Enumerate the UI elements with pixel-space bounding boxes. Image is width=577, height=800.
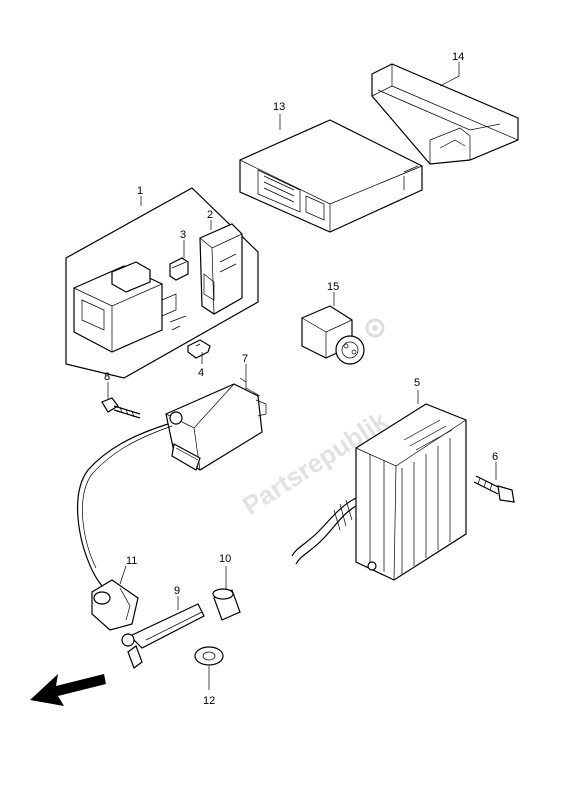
part-labels: 1 2 3 4 5 6 7 8 9 10 11 12 13 14 15: [104, 51, 498, 707]
part-label-6[interactable]: 6: [492, 451, 498, 463]
part-label-2[interactable]: 2: [207, 209, 213, 221]
part-label-5[interactable]: 5: [414, 377, 420, 389]
part-3-fuse[interactable]: [169, 257, 189, 281]
part-label-3[interactable]: 3: [180, 229, 186, 241]
part-14-cover[interactable]: [371, 63, 519, 165]
part-label-14[interactable]: 14: [452, 51, 464, 63]
leader-lines: [107, 62, 497, 690]
watermark-gear-icon: [365, 318, 385, 338]
part-label-11[interactable]: 11: [126, 555, 137, 567]
part-5-regulator-rectifier[interactable]: [355, 403, 467, 581]
part-9-plug-cap[interactable]: [121, 603, 205, 669]
part-label-12[interactable]: 12: [203, 695, 215, 707]
part-4-screw[interactable]: [187, 339, 211, 359]
part-13-ecu[interactable]: [239, 119, 423, 233]
part-label-4[interactable]: 4: [198, 367, 204, 379]
part-7-coil-cable: [77, 423, 169, 589]
part-1-starter-relay-group[interactable]: [65, 187, 259, 379]
part-label-1[interactable]: 1: [137, 185, 143, 197]
part-2-relay-cover[interactable]: [199, 223, 243, 315]
part-label-13[interactable]: 13: [273, 101, 285, 113]
part-12-washer[interactable]: [194, 646, 224, 666]
part-label-10[interactable]: 10: [219, 553, 231, 565]
part-6-bolt[interactable]: [473, 475, 515, 503]
part-label-7[interactable]: 7: [242, 353, 248, 365]
part-label-8[interactable]: 8: [104, 371, 110, 383]
part-11-plug-boot[interactable]: [91, 579, 139, 631]
part-15-connector[interactable]: [301, 305, 365, 365]
direction-arrow-icon: [30, 674, 106, 706]
part-7-ignition-coil[interactable]: [165, 377, 267, 471]
part-5-wire-harness: [291, 497, 357, 565]
part-10-sleeve[interactable]: [212, 588, 241, 621]
part-label-15[interactable]: 15: [327, 281, 339, 293]
part-label-9[interactable]: 9: [174, 585, 180, 597]
part-8-bolt[interactable]: [101, 397, 141, 419]
